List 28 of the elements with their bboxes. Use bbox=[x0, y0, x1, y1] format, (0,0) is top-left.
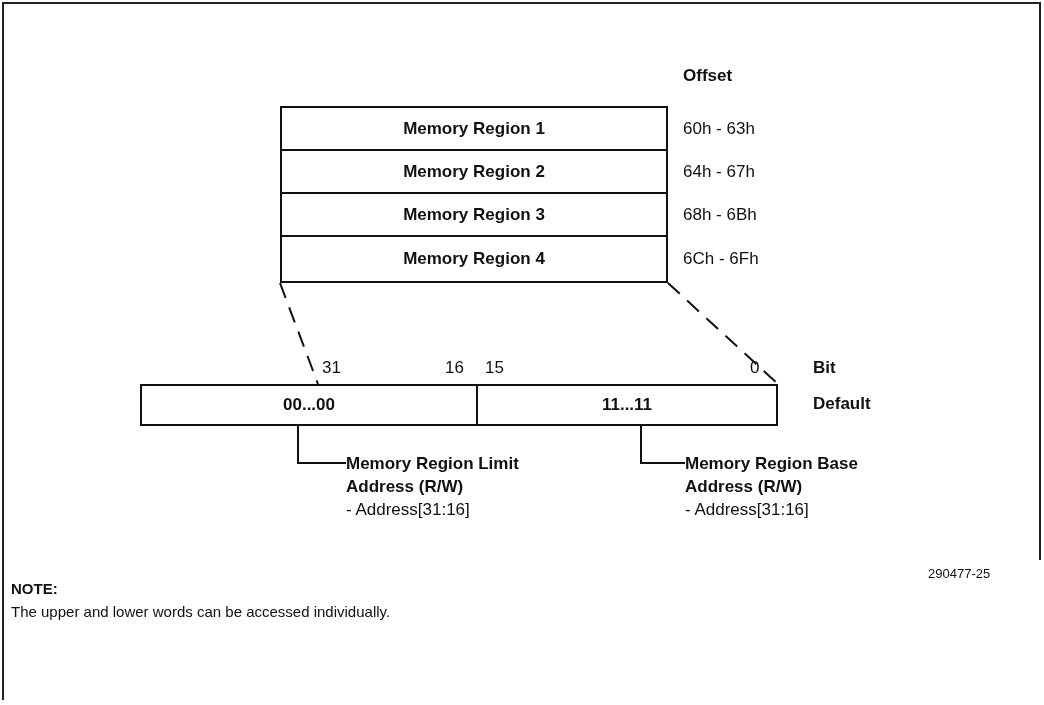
bit-number: 31 bbox=[322, 358, 341, 378]
register-row: Memory Region 4 bbox=[280, 235, 668, 283]
offset-value: 68h - 6Bh bbox=[683, 204, 757, 225]
bit-number: 15 bbox=[485, 358, 504, 378]
field-description: - Address[31:16] bbox=[346, 499, 471, 521]
register-row: Memory Region 1 bbox=[280, 106, 668, 151]
register-row: Memory Region 2 bbox=[280, 149, 668, 194]
row-heading: Default bbox=[813, 394, 871, 414]
expansion-line bbox=[279, 282, 319, 385]
field-name: Memory Region Limit Address (R/W) bbox=[346, 453, 520, 498]
offset-value: 60h - 63h bbox=[683, 118, 755, 139]
bit-field: 00...00 bbox=[140, 384, 478, 426]
expansion-line bbox=[667, 282, 779, 385]
figure-number: 290477-25 bbox=[928, 566, 991, 581]
leader-line bbox=[640, 425, 686, 464]
register-row: Memory Region 3 bbox=[280, 192, 668, 237]
note-text: The upper and lower words can be accessed individually. bbox=[11, 603, 391, 620]
field-name: Memory Region Base Address (R/W) bbox=[685, 453, 859, 498]
column-heading: Offset bbox=[683, 66, 733, 86]
note-heading: NOTE: bbox=[11, 580, 58, 597]
offset-value: 6Ch - 6Fh bbox=[683, 249, 759, 269]
bit-number: 0 bbox=[750, 358, 760, 378]
bit-number: 16 bbox=[445, 358, 464, 378]
bit-field: 11...11 bbox=[476, 384, 778, 426]
leader-line bbox=[297, 425, 347, 464]
offset-value: 64h - 67h bbox=[683, 161, 755, 182]
field-description: - Address[31:16] bbox=[685, 499, 810, 521]
row-heading: Bit bbox=[813, 358, 836, 378]
